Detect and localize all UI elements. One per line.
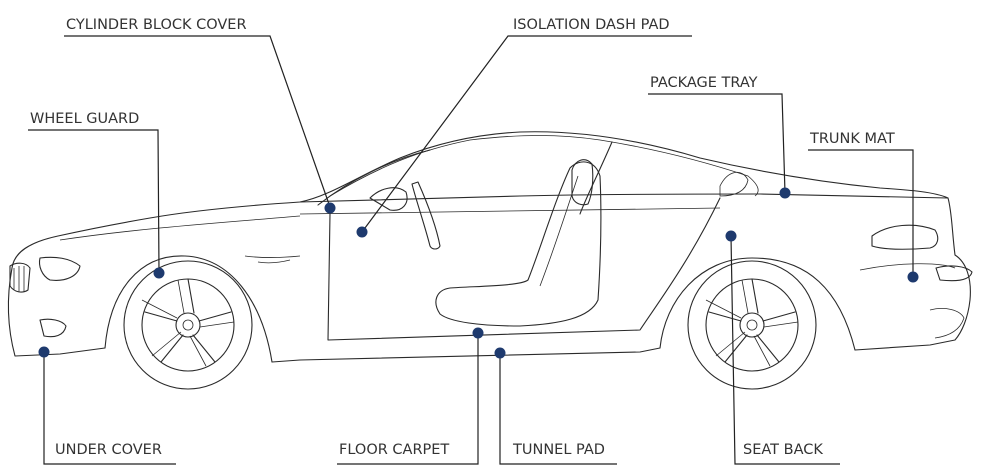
markers xyxy=(38,187,919,359)
marker-floor-carpet xyxy=(472,327,484,339)
leader-cylinder-block-cover xyxy=(64,35,331,208)
label-isolation-dash-pad: ISOLATION DASH PAD xyxy=(513,17,670,33)
labels: CYLINDER BLOCK COVER ISOLATION DASH PAD … xyxy=(30,17,895,458)
leader-lines xyxy=(28,35,914,465)
label-wheel-guard: WHEEL GUARD xyxy=(30,111,139,127)
label-package-tray: PACKAGE TRAY xyxy=(650,75,758,91)
marker-wheel-guard xyxy=(153,267,165,279)
leader-tunnel-pad xyxy=(499,352,617,465)
marker-under-cover xyxy=(38,346,50,358)
marker-trunk-mat xyxy=(907,271,919,283)
marker-tunnel-pad xyxy=(494,347,506,359)
leader-under-cover xyxy=(43,352,176,465)
label-tunnel-pad: TUNNEL PAD xyxy=(512,442,605,458)
label-trunk-mat: TRUNK MAT xyxy=(809,131,895,147)
label-floor-carpet: FLOOR CARPET xyxy=(339,442,449,458)
leader-seat-back xyxy=(730,235,840,465)
leader-isolation-dash-pad xyxy=(361,35,692,233)
label-cylinder-block-cover: CYLINDER BLOCK COVER xyxy=(66,17,247,33)
marker-package-tray xyxy=(779,187,791,199)
leader-floor-carpet xyxy=(337,332,479,465)
marker-seat-back xyxy=(725,230,737,242)
label-seat-back: SEAT BACK xyxy=(743,442,823,458)
marker-cylinder-block-cover xyxy=(324,202,336,214)
leader-package-tray xyxy=(648,93,786,194)
marker-isolation-dash-pad xyxy=(356,226,368,238)
leader-wheel-guard xyxy=(28,129,160,273)
leader-trunk-mat xyxy=(808,149,914,277)
label-under-cover: UNDER COVER xyxy=(55,442,162,458)
car-illustration xyxy=(7,131,973,390)
